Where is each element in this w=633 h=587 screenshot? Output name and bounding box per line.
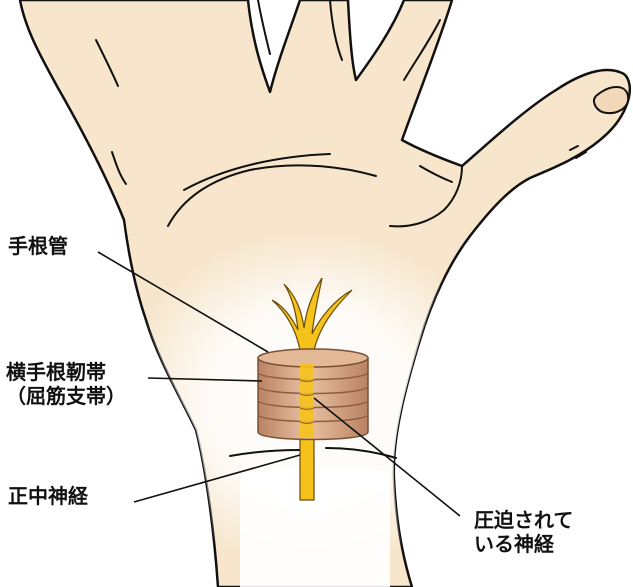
label-transverse-carpal-ligament: 横手根靭帯 （屈筋支帯） bbox=[6, 360, 126, 409]
label-carpal-tunnel: 手根管 bbox=[8, 234, 68, 258]
label-ligament-line2: （屈筋支帯） bbox=[6, 384, 126, 408]
label-compressed-nerve: 圧迫されて いる神経 bbox=[474, 508, 573, 557]
label-compressed-line2: いる神経 bbox=[474, 532, 573, 556]
label-ligament-line1: 横手根靭帯 bbox=[6, 360, 126, 384]
carpal-ligament bbox=[258, 349, 368, 440]
label-compressed-line1: 圧迫されて bbox=[474, 508, 573, 532]
label-median-nerve: 正中神経 bbox=[8, 484, 88, 508]
